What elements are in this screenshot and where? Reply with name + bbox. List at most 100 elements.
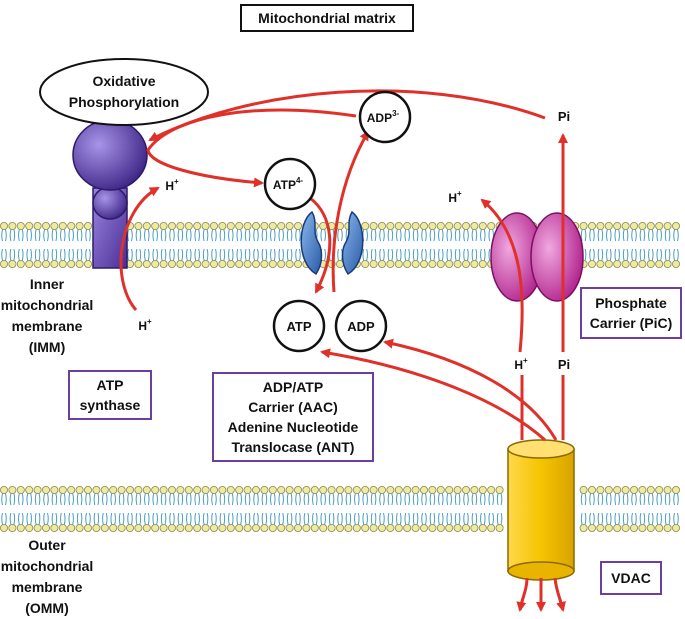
arrow-vdac-to-atp (320, 348, 546, 442)
lipid-head (663, 259, 672, 268)
lipid-tail (383, 229, 385, 242)
lipid-tail (169, 493, 171, 506)
lipid-head (58, 524, 67, 533)
lipid-head (58, 221, 67, 230)
lipid-tail (135, 248, 138, 261)
lipid-head (159, 485, 168, 494)
lipid-head (42, 259, 51, 268)
adp3-label: ADP3- (367, 109, 400, 125)
lipid-tail (215, 248, 217, 261)
lipid-head (109, 524, 118, 533)
lipid-tail (286, 248, 289, 261)
lipid-tail (273, 229, 276, 242)
lipid-head (33, 524, 42, 533)
lipid-head (201, 485, 210, 494)
lipid-tail (396, 248, 398, 261)
lipid-head (25, 485, 34, 494)
lipid-head (596, 221, 605, 230)
lipid-head (176, 524, 185, 533)
lipid-tail (303, 512, 306, 525)
lipid-head (377, 485, 386, 494)
lipid-head (394, 221, 403, 230)
lipid-head (159, 524, 168, 533)
lipid-tail (315, 512, 318, 525)
lipid-tail (492, 493, 494, 506)
lipid-tail (601, 512, 604, 525)
lipid-tail (248, 512, 251, 525)
lipid-tail (265, 512, 268, 525)
lipid-tail (399, 248, 402, 261)
lipid-tail (51, 493, 54, 506)
lipid-tail (30, 512, 32, 525)
lipid-tail (38, 229, 41, 242)
lipid-head (8, 524, 17, 533)
lipid-tail (68, 493, 71, 506)
lipid-head (436, 524, 445, 533)
lipid-head (268, 221, 277, 230)
lipid-head (151, 485, 160, 494)
lipid-tail (664, 493, 667, 506)
lipid-tail (416, 493, 419, 506)
lipid-tail (488, 512, 491, 525)
lipid-tail (202, 493, 205, 506)
lipid-tail (580, 512, 583, 525)
lipid-tail (13, 229, 16, 242)
lipid-tail (152, 248, 155, 261)
lipid-head (453, 221, 462, 230)
lipid-head (419, 259, 428, 268)
lipid-head (621, 524, 630, 533)
lipid-tail (307, 493, 310, 506)
lipid-tail (131, 512, 133, 525)
lipid-tail (438, 493, 440, 506)
lipid-tail (416, 248, 419, 261)
lipid-tail (270, 229, 272, 242)
lipid-head (419, 221, 428, 230)
lipid-tail (651, 493, 654, 506)
lipid-head (209, 221, 218, 230)
lipid-head (75, 221, 84, 230)
lipid-tail (26, 248, 29, 261)
lipid-tail (60, 512, 62, 525)
lipid-head (478, 524, 487, 533)
lipid-tail (257, 493, 259, 506)
lipid-tail (337, 248, 339, 261)
lipid-tail (206, 229, 209, 242)
lipid-tail (156, 493, 158, 506)
arrow-adp-in (331, 130, 370, 293)
lipid-tail (345, 512, 348, 525)
lipid-tail (127, 493, 129, 506)
lipid-head (209, 485, 218, 494)
lipid-tail (366, 248, 368, 261)
lipid-tail (458, 493, 461, 506)
lipid-tail (341, 493, 343, 506)
lipid-head (209, 259, 218, 268)
lipid-tail (463, 229, 465, 242)
lipid-head (319, 485, 328, 494)
lipid-tail (404, 512, 407, 525)
lipid-head (184, 259, 193, 268)
lipid-tail (421, 512, 423, 525)
lipid-tail (425, 229, 427, 242)
lipid-tail (198, 248, 200, 261)
lipid-tail (194, 493, 197, 506)
lipid-head (67, 485, 76, 494)
lipid-tail (299, 248, 301, 261)
lipid-tail (643, 229, 646, 242)
lipid-head (394, 485, 403, 494)
arrow-vdac-out-1 (516, 577, 529, 612)
lipid-tail (211, 248, 213, 261)
lipid-tail (446, 493, 449, 506)
lipid-tail (290, 248, 293, 261)
lipid-head (251, 221, 260, 230)
lipid-tail (618, 512, 620, 525)
lipid-tail (441, 229, 444, 242)
lipid-head (8, 221, 17, 230)
lipid-head (495, 485, 504, 494)
lipid-tail (609, 493, 612, 506)
lipid-head (621, 485, 630, 494)
lipid-tail (21, 512, 24, 525)
lipid-tail (673, 248, 675, 261)
lipid-tail (127, 229, 129, 242)
lipid-tail (34, 248, 37, 261)
lipid-tail (467, 493, 469, 506)
